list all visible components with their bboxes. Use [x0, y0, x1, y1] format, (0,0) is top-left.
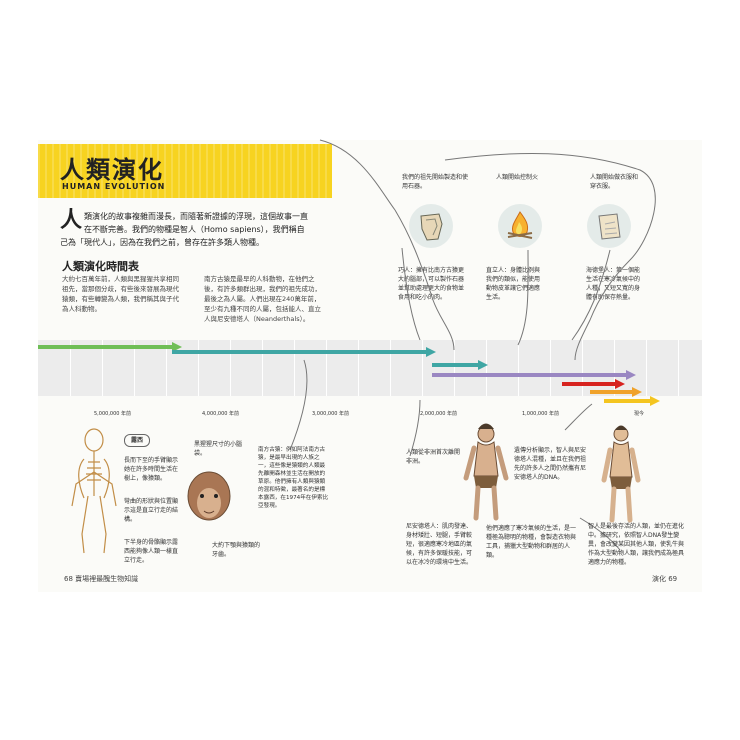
- skull-note-2: 大約下顎與猿類的牙齒。: [212, 542, 261, 558]
- lucy-note-1: 長而下至的手臂顯示她在許多時間生活在樹上，像猿類。: [124, 457, 179, 482]
- lucy-label: 露西: [124, 434, 151, 447]
- stone-tool-icon: [409, 204, 453, 248]
- timeline-label-5: 1,000,000 年前: [522, 411, 560, 417]
- top-note-1: 我們的祖先開始製造和使用石器。: [402, 174, 469, 190]
- fire-icon: [498, 204, 542, 248]
- australopith-description: 南方古猿：例如阿法南方古猿，是最早出現的人族之一，這些像是猿類的人類最先離開森林…: [258, 447, 329, 509]
- heidelberg-note: 海德堡人：第一個能生活在寒冷氣候中的人種，又短又寬的身體有助保存熱量。: [586, 267, 641, 301]
- lucy-note-3: 下半身的骨骼顯示露西能夠像人類一樣直立行走。: [124, 539, 179, 564]
- dna-body: 他們適應了寒冷氣候的生活，是一種極為聰明的物種，會製造衣物與工具，捕獵大型動物和…: [486, 525, 577, 559]
- homo-sapiens-figure: [601, 425, 641, 523]
- intro-paragraph: 人 類演化的故事複雜而漫長，而隨著新證據的浮現，這個故事一直在不斷完善。我們的物…: [60, 210, 310, 249]
- timeline-label-4: 2,000,000 年前: [420, 411, 458, 417]
- top-note-3: 人類開始做衣服和穿衣服。: [590, 174, 639, 190]
- section-title: 人類演化時間表: [62, 260, 139, 273]
- lucy-note-2: 彎曲的形狀與位置顯示這是直立行走的結構。: [124, 498, 179, 523]
- title-banner: [38, 144, 332, 198]
- habilis-note: 巧人：擁有比南方古猿更大的腦部，可以製作石器並幫助處理更大的食物並食用和吃小的肉…: [398, 267, 465, 301]
- australopith-head-illustration: [187, 471, 231, 521]
- neanderthal-figure: [463, 423, 509, 521]
- skull-note-1: 黑猩猩尺寸的小腦袋。: [194, 441, 243, 457]
- page-title: 人類演化: [60, 156, 164, 184]
- lucy-skeleton-illustration: [71, 428, 117, 554]
- paragraph-2: 南方古猿是最早的人科動物，在他們之後，有許多類群出現，我們的祖先成功，最後之為人…: [204, 275, 321, 323]
- top-note-2: 人類開始控制火: [496, 174, 539, 181]
- footer-left: 68 賣場裡最醜生物知識: [64, 575, 139, 583]
- page-subtitle: HUMAN EVOLUTION: [62, 182, 166, 191]
- dropcap: 人: [60, 208, 83, 233]
- timeline-label-6: 現今: [634, 411, 645, 417]
- paragraph-1: 大約七百萬年前，人類與黑猩猩共享相同祖先，當那個分歧，有些後來發展為現代猿類，有…: [62, 275, 179, 313]
- dna-note: 遺傳分析顯示，智人與尼安德塔人混種，並且在我們祖先的許多人之間仍然攜有尼安德塔人…: [514, 447, 587, 481]
- intro-text: 類演化的故事複雜而漫長，而隨著新證據的浮現，這個故事一直在不斷完善。我們的物種是…: [60, 212, 309, 247]
- clothing-icon: [587, 204, 631, 248]
- footer-right: 演化 69: [652, 575, 678, 583]
- timeline-label-3: 3,000,000 年前: [312, 411, 350, 417]
- timeline-label-1: 5,000,000 年前: [94, 411, 132, 417]
- neanderthal-note: 人類從非洲首次離開非洲。: [406, 449, 461, 465]
- sapiens-body: 智人是最後存活的人類，並仍在進化中。據研究，依照智人DNA發生變異，會改變某因其…: [588, 523, 685, 566]
- neanderthal-body: 尼安德塔人：肌肉發達、身材矮壯、短腿，手臂較短，很適應寒冷地區的氣候，有許多保暖…: [406, 523, 473, 566]
- timeline-band: [38, 340, 702, 396]
- erectus-note: 直立人：身體比例與我們的類似，能使用動物皮革讓它們適應生活。: [486, 267, 541, 301]
- timeline-label-2: 4,000,000 年前: [202, 411, 240, 417]
